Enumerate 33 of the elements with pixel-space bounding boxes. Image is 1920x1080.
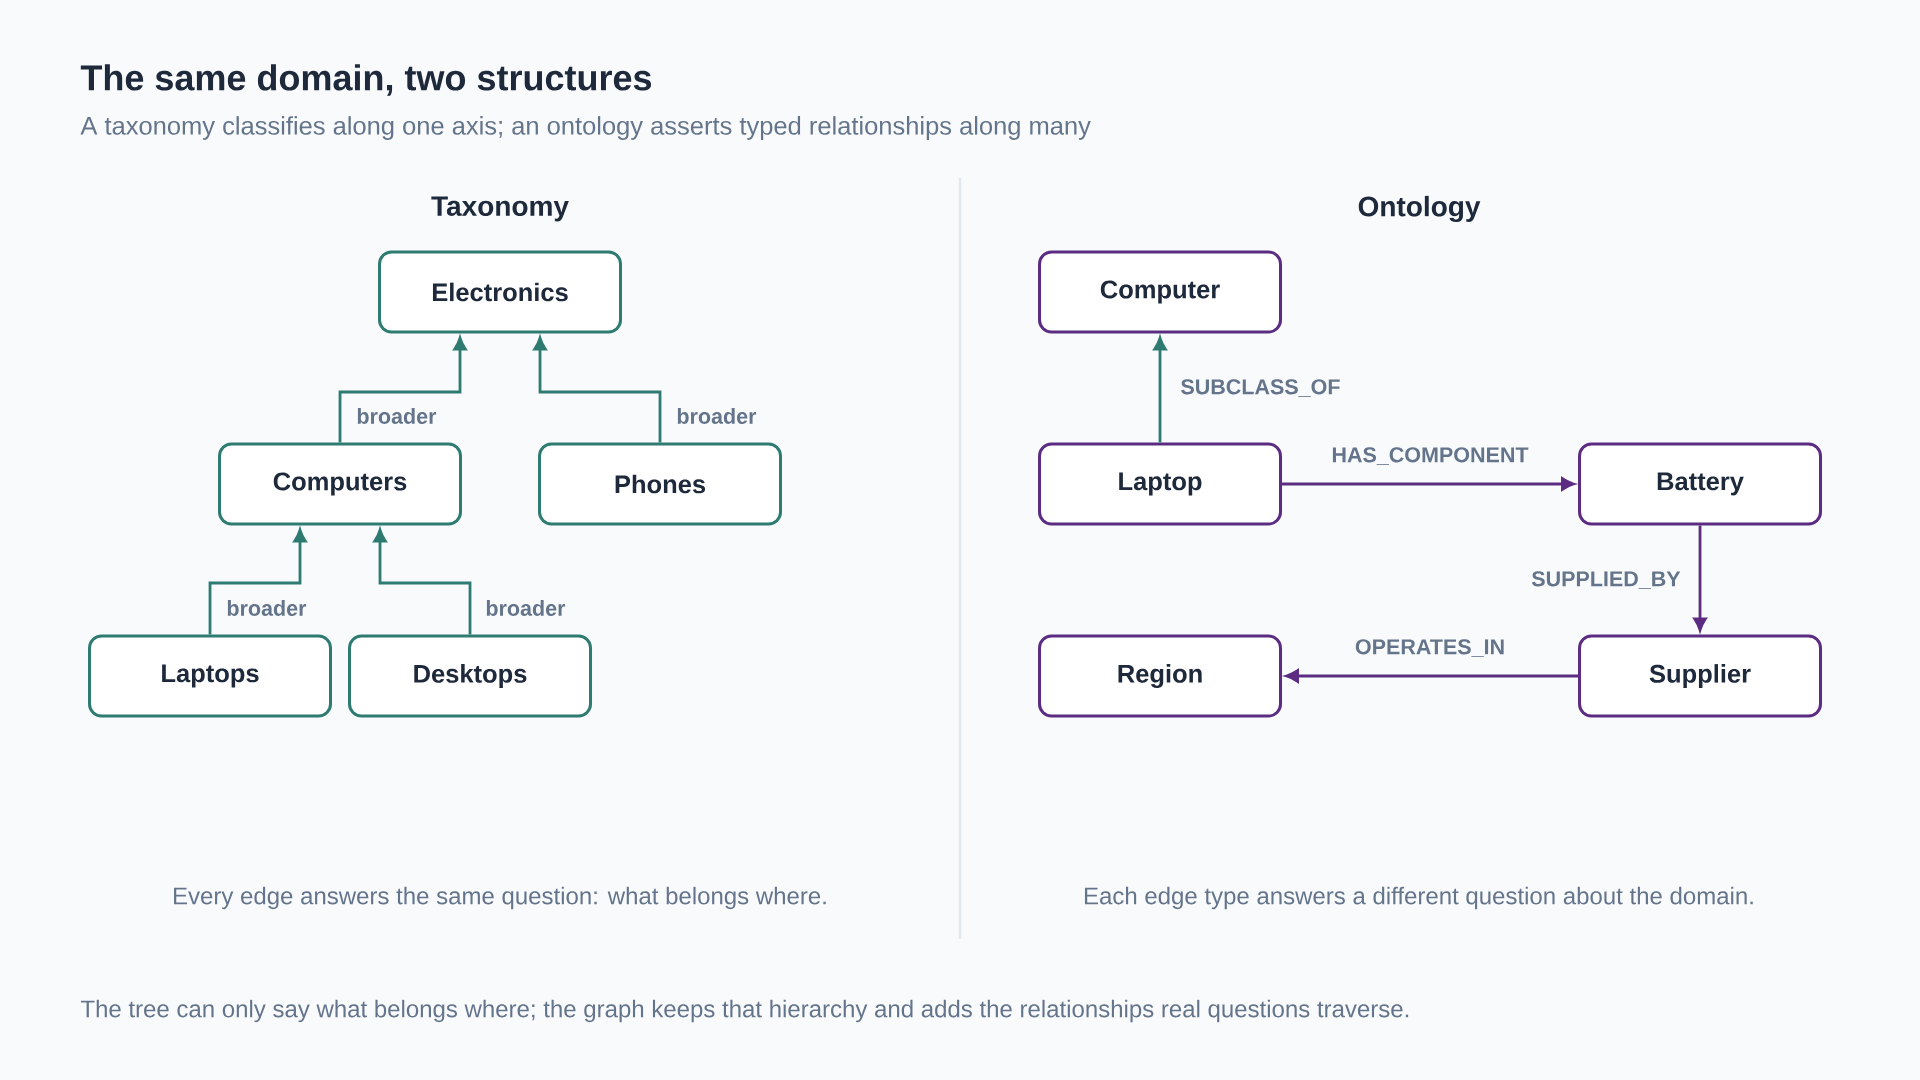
arrow xyxy=(533,336,662,443)
category-box: Laptops xyxy=(88,634,332,718)
class-box: Supplier xyxy=(1578,634,1822,718)
edge-label: SUPPLIED_BY xyxy=(1528,568,1684,592)
panel-caption: Each edge type answers a different question about the domain. xyxy=(1085,886,1753,910)
arrow xyxy=(208,528,307,635)
class-box: Battery xyxy=(1578,442,1822,526)
category-box: Phones xyxy=(538,442,782,526)
arrow xyxy=(1693,525,1707,632)
category-box: Desktops xyxy=(348,634,592,718)
arrow xyxy=(1282,477,1575,491)
arrow xyxy=(373,528,472,635)
edge-label: HAS_COMPONENT xyxy=(1328,444,1532,468)
subtitle: A taxonomy classifies along one axis; an ontology asserts typed relationships along many xyxy=(80,116,1091,140)
edge-label: broader xyxy=(673,405,760,427)
class-box: Region xyxy=(1038,634,1282,718)
edge-label: SUBCLASS_OF xyxy=(1177,376,1344,400)
footnote: The tree can only say what belongs where; the graph keeps that hierarchy and adds the relationships real questions traverse. xyxy=(80,999,1409,1023)
arrow xyxy=(338,336,467,443)
class-box: Computer xyxy=(1038,250,1282,334)
panel-caption: Every edge answers the same question: what belongs where. xyxy=(174,886,826,910)
arrow xyxy=(1153,336,1167,443)
section-heading: Taxonomy xyxy=(431,196,569,222)
section-heading: Ontology xyxy=(1358,195,1481,223)
category-box: Electronics xyxy=(378,250,622,334)
edge-label: broader xyxy=(223,597,310,619)
edge-label: broader xyxy=(482,597,569,619)
edge-label: broader xyxy=(353,405,440,427)
edge-label: OPERATES_IN xyxy=(1351,636,1509,660)
category-box: Computers xyxy=(218,442,462,526)
arrow xyxy=(1285,669,1578,683)
class-box: Laptop xyxy=(1038,442,1282,526)
title: The same domain, two structures xyxy=(80,64,652,96)
